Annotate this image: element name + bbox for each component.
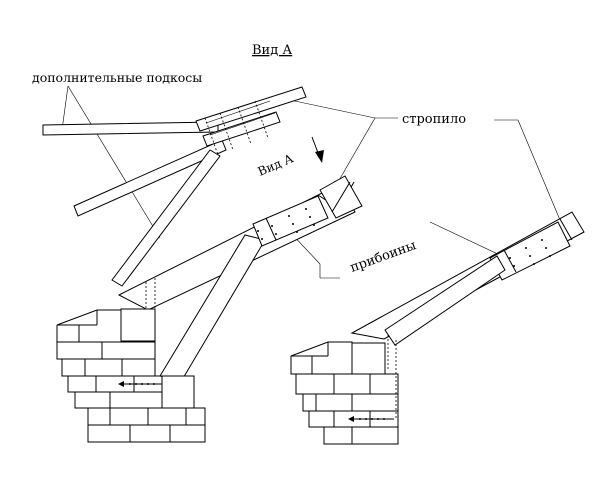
left-anchor-arrow-icon bbox=[118, 381, 162, 387]
right-strut bbox=[384, 255, 506, 346]
view-a-arrow-icon bbox=[311, 136, 324, 163]
left-brick-wall bbox=[56, 308, 206, 443]
left-nailer-plate bbox=[252, 195, 329, 247]
view-a-marker-label: Вид А bbox=[256, 151, 296, 178]
right-hidden-edges bbox=[387, 335, 397, 420]
extra-brace-diagonal bbox=[73, 139, 227, 217]
nailers-label: прибоины bbox=[348, 238, 418, 276]
upper-joint-plates bbox=[204, 100, 276, 156]
extra-brace-horizontal bbox=[42, 121, 219, 136]
rafter-label: стропило bbox=[402, 112, 466, 127]
upper-rafter bbox=[195, 86, 307, 147]
extra-braces-leaders bbox=[61, 85, 161, 239]
upper-strut bbox=[111, 149, 221, 287]
view-a-title: Вид А bbox=[252, 43, 292, 58]
left-rafter-end bbox=[319, 175, 363, 219]
extra-braces-label: дополнительные подкосы bbox=[32, 70, 202, 85]
right-brick-wall bbox=[290, 341, 399, 445]
right-anchor-arrow-icon bbox=[348, 416, 394, 422]
rafter-leaders bbox=[289, 99, 561, 221]
